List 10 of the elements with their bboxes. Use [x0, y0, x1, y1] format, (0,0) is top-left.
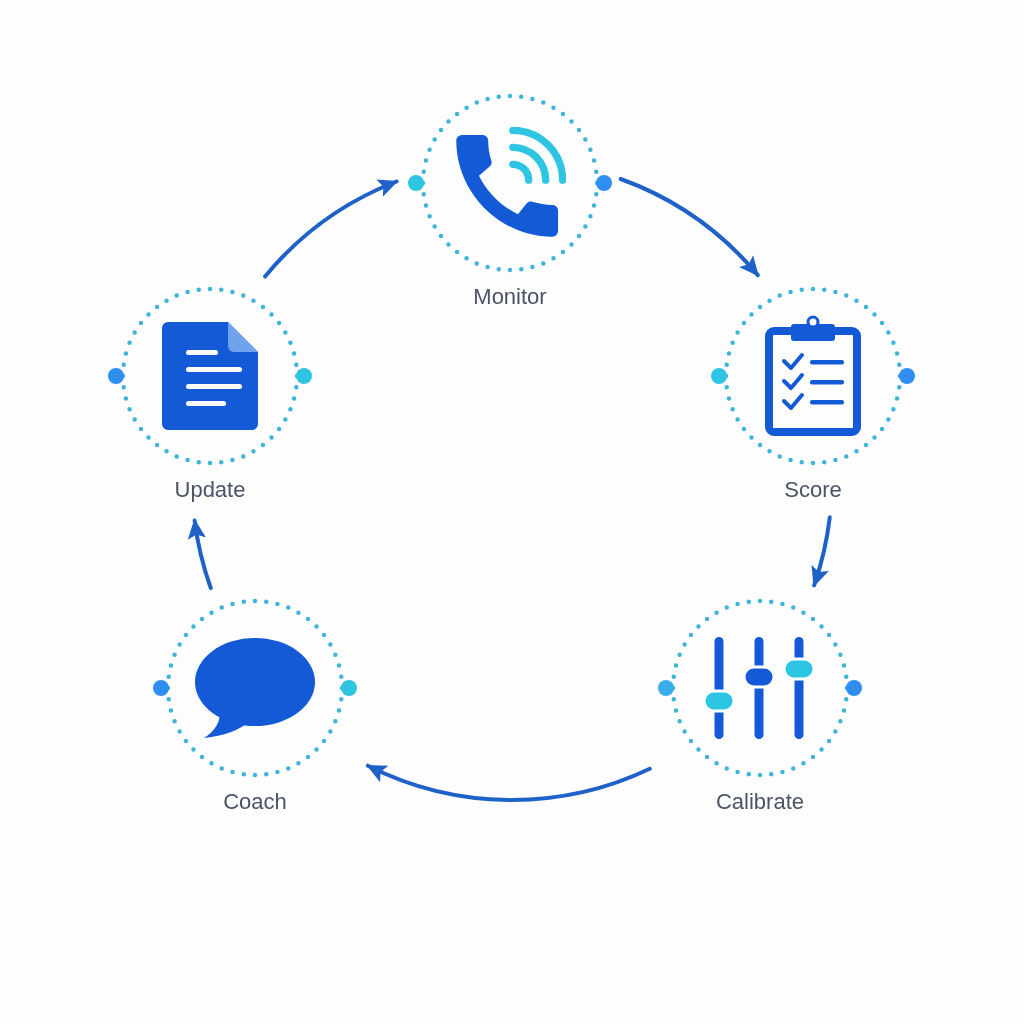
step-label: Monitor: [473, 283, 547, 311]
arrow: [188, 518, 213, 591]
step-label: Calibrate: [715, 788, 804, 816]
step-label: Coach: [223, 788, 287, 816]
arrow: [263, 179, 399, 279]
step-label: Update: [174, 476, 246, 504]
step-label: Score: [784, 476, 842, 504]
arrow: [618, 177, 760, 278]
arrow: [810, 515, 832, 588]
arrow: [365, 763, 652, 802]
